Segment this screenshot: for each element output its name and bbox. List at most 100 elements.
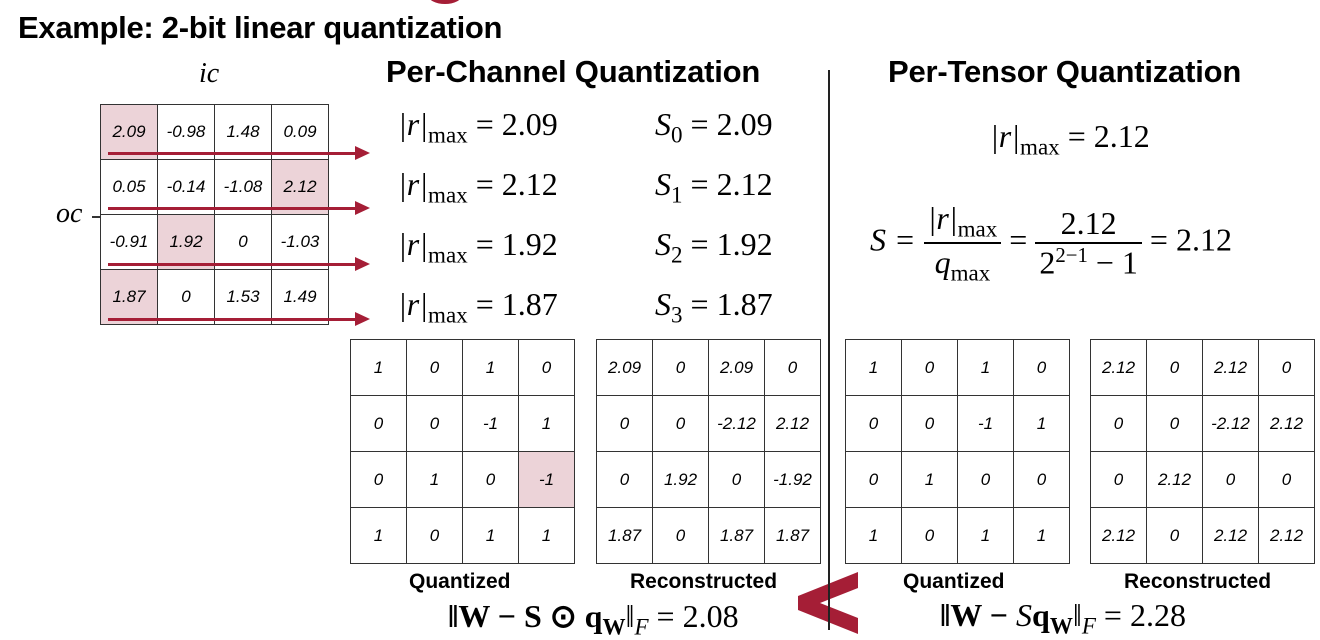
matrix-cell: 0 [845, 451, 902, 508]
per-channel-scale-1: S1 = 2.12 [655, 166, 773, 208]
matrix-cell: 0 [214, 214, 272, 270]
row-arrow-icon [108, 146, 370, 160]
per-channel-rmax-2: |r|max = 1.92 [398, 226, 558, 268]
per-tensor-title: Per-Tensor Quantization [888, 54, 1242, 89]
matrix-cell: 0 [652, 507, 709, 564]
matrix-cell: 1 [518, 395, 575, 452]
matrix-cell: 2.12 [764, 395, 821, 452]
matrix-cell: 1.87 [596, 507, 653, 564]
matrix-cell: -1 [957, 395, 1014, 452]
matrix-cell: -0.98 [157, 104, 215, 160]
section-divider [828, 70, 830, 630]
matrix-cell: 1 [350, 507, 407, 564]
decorative-red-shape [428, 0, 462, 4]
matrix-cell: 2.12 [1146, 451, 1203, 508]
matrix-cell: -1.03 [271, 214, 329, 270]
matrix-cell: -1.08 [214, 159, 272, 215]
matrix-cell: 1.87 [100, 269, 158, 325]
matrix-cell: 0 [1146, 339, 1203, 396]
matrix-cell: 0 [406, 507, 463, 564]
matrix-cell: -1 [462, 395, 519, 452]
matrix-cell: 0 [1146, 507, 1203, 564]
matrix-cell: 0 [1013, 451, 1070, 508]
matrix-cell: -1 [518, 451, 575, 508]
row-arrow-icon [108, 257, 370, 271]
per-channel-error: ‖W − S ⊙ qW‖F = 2.08 [448, 598, 739, 640]
matrix-cell: -2.12 [1202, 395, 1259, 452]
matrix-cell: 0 [1146, 395, 1203, 452]
matrix-cell: -0.91 [100, 214, 158, 270]
matrix-cell: 1.87 [708, 507, 765, 564]
matrix-cell: 0 [901, 339, 958, 396]
matrix-cell: 1 [957, 507, 1014, 564]
matrix-cell: 0 [708, 451, 765, 508]
matrix-cell: 1.92 [652, 451, 709, 508]
matrix-cell: 0 [652, 395, 709, 452]
per-channel-reconstructed-caption: Reconstructed [630, 570, 778, 593]
matrix-cell: 0 [845, 395, 902, 452]
matrix-cell: 1 [406, 451, 463, 508]
per-channel-scale-2: S2 = 1.92 [655, 226, 773, 268]
per-channel-title: Per-Channel Quantization [386, 54, 761, 89]
matrix-cell: 0 [1258, 339, 1315, 396]
per-channel-rmax-0: |r|max = 2.09 [398, 106, 558, 148]
matrix-cell: 0 [462, 451, 519, 508]
matrix-cell: 1.49 [271, 269, 329, 325]
matrix-cell: 0 [1202, 451, 1259, 508]
matrix-cell: 2.12 [271, 159, 329, 215]
matrix-cell: 2.12 [1202, 339, 1259, 396]
matrix-cell: 0 [406, 339, 463, 396]
per-channel-rmax-1: |r|max = 2.12 [398, 166, 558, 208]
per-channel-quantized-caption: Quantized [409, 570, 511, 593]
matrix-cell: 0 [901, 395, 958, 452]
matrix-cell: 2.09 [596, 339, 653, 396]
matrix-cell: 0 [596, 451, 653, 508]
matrix-cell: 0 [652, 339, 709, 396]
matrix-cell: 1 [1013, 395, 1070, 452]
matrix-cell: 2.12 [1258, 395, 1315, 452]
matrix-cell: 0 [957, 451, 1014, 508]
matrix-cell: 2.09 [100, 104, 158, 160]
matrix-cell: 0 [1090, 451, 1147, 508]
matrix-cell: -1.92 [764, 451, 821, 508]
original-weight-matrix: 2.09 -0.98 1.48 0.09 0.05 -0.14 -1.08 2.… [100, 104, 329, 325]
per-channel-rmax-3: |r|max = 1.87 [398, 286, 558, 328]
matrix-cell: 0 [350, 395, 407, 452]
per-tensor-quantized-caption: Quantized [903, 570, 1005, 593]
matrix-cell: 2.09 [708, 339, 765, 396]
matrix-cell: 0 [157, 269, 215, 325]
row-arrow-icon [108, 201, 370, 215]
matrix-cell: 2.12 [1090, 507, 1147, 564]
matrix-cell: 0 [406, 395, 463, 452]
less-than-comparison-icon [798, 572, 858, 634]
per-channel-scale-3: S3 = 1.87 [655, 286, 773, 328]
matrix-cell: 2.12 [1258, 507, 1315, 564]
page-title: Example: 2-bit linear quantization [18, 10, 503, 45]
row-arrow-icon [108, 312, 370, 326]
matrix-cell: 1.92 [157, 214, 215, 270]
matrix-cell: 1.87 [764, 507, 821, 564]
matrix-cell: 1 [845, 339, 902, 396]
matrix-cell: 1.53 [214, 269, 272, 325]
matrix-cell: 1 [901, 451, 958, 508]
matrix-cell: 1 [518, 507, 575, 564]
ic-axis-label: ic [199, 58, 220, 89]
per-tensor-error: ‖W − SqW‖F = 2.28 [940, 597, 1186, 639]
per-channel-scale-0: S0 = 2.09 [655, 106, 773, 148]
matrix-cell: 0 [518, 339, 575, 396]
matrix-cell: 0 [1258, 451, 1315, 508]
matrix-cell: 0 [350, 451, 407, 508]
per-tensor-reconstructed-caption: Reconstructed [1124, 570, 1272, 593]
matrix-cell: 0.05 [100, 159, 158, 215]
oc-axis-tick [92, 216, 100, 218]
matrix-cell: 2.12 [1090, 339, 1147, 396]
matrix-cell: 0 [764, 339, 821, 396]
matrix-cell: 1 [1013, 507, 1070, 564]
matrix-cell: 0 [1090, 395, 1147, 452]
matrix-cell: 1 [350, 339, 407, 396]
matrix-cell: 1 [462, 507, 519, 564]
oc-axis-label: oc [56, 198, 83, 229]
